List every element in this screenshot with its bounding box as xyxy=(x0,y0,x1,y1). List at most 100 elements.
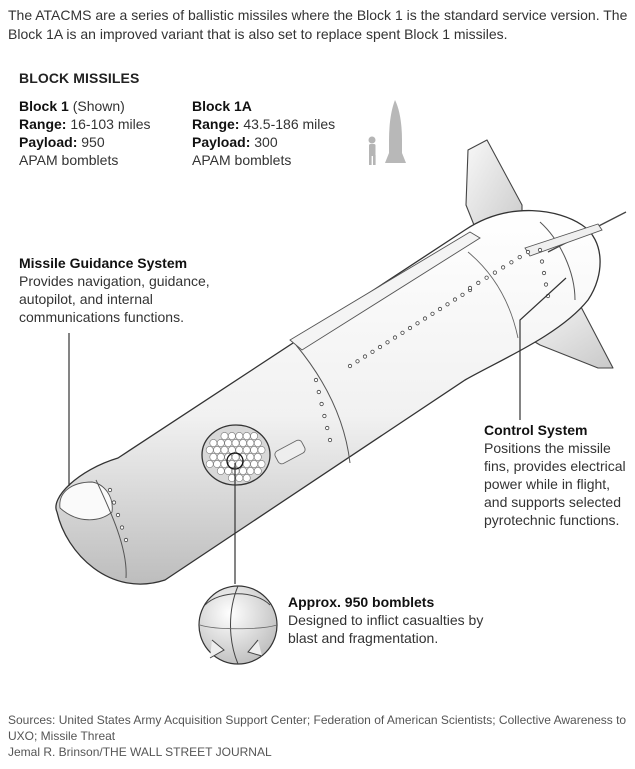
sources-text: Sources: United States Army Acquisition … xyxy=(8,713,627,743)
control-leader-line xyxy=(519,277,567,420)
block1a-payload-value: 300 xyxy=(250,134,278,150)
bomblet-ball xyxy=(257,446,266,454)
bomblet-ball xyxy=(213,460,221,468)
block1-payload-value: 950 xyxy=(77,134,105,150)
bomblet-ball xyxy=(239,467,247,475)
control-callout: Control System Positions the missile fin… xyxy=(484,421,629,529)
rivet xyxy=(362,354,368,359)
bomblet-ball xyxy=(231,453,240,461)
block1-name: Block 1 xyxy=(19,98,69,114)
rivet xyxy=(539,259,545,264)
rivet xyxy=(476,280,481,285)
rivet xyxy=(319,401,324,407)
rivet xyxy=(392,335,398,340)
rivet xyxy=(484,275,489,280)
control-text: Positions the missile fins, provides ele… xyxy=(484,440,626,528)
block1-payload-note: APAM bomblets xyxy=(19,152,119,168)
credit-text: Jemal R. Brinson/THE WALL STREET JOURNAL xyxy=(8,745,272,759)
rivet xyxy=(370,349,375,354)
rivet xyxy=(111,500,117,505)
bomblet-ball xyxy=(242,474,251,482)
block1a-range-label: Range: xyxy=(192,116,240,132)
rivet xyxy=(509,260,514,265)
block1a-payload-label: Payload: xyxy=(192,134,251,150)
rivet xyxy=(452,297,458,302)
rivet xyxy=(115,512,121,518)
rivet xyxy=(355,359,360,364)
seam-warhead xyxy=(295,344,351,464)
rivet xyxy=(377,344,383,350)
bomblet-ball xyxy=(216,467,225,475)
rivet xyxy=(123,537,129,543)
missile-silhouette-icon xyxy=(385,100,406,163)
rivet xyxy=(430,311,435,316)
block1-range-value: 16-103 miles xyxy=(66,116,151,132)
bomblet-ball xyxy=(242,446,251,454)
nose-cone xyxy=(59,481,113,521)
bomblet-ball xyxy=(224,439,233,447)
bomblet-ball xyxy=(235,474,244,482)
bomblet-ball xyxy=(250,432,258,440)
bomblet-ball xyxy=(242,432,251,440)
rivet xyxy=(119,525,125,530)
bomblet-ball xyxy=(209,439,218,447)
block1a-name: Block 1A xyxy=(192,98,252,114)
seam-front xyxy=(95,479,127,579)
bomblet-ball xyxy=(246,453,255,461)
rivet xyxy=(407,325,413,331)
bomblet-ball xyxy=(253,467,262,475)
rivet xyxy=(543,282,549,287)
guidance-callout: Missile Guidance System Provides navigat… xyxy=(19,254,229,326)
bomblet-ball xyxy=(220,446,229,454)
bomblet-cluster xyxy=(205,432,266,482)
block1a-specs: Block 1A Range: 43.5-186 miles Payload: … xyxy=(192,97,335,169)
block1-specs: Block 1 (Shown) Range: 16-103 miles Payl… xyxy=(19,97,151,169)
bomblets-callout: Approx. 950 bomblets Designed to inflict… xyxy=(288,593,488,647)
rivet xyxy=(107,487,113,493)
top-strake xyxy=(289,231,481,351)
block1-range-label: Range: xyxy=(19,116,67,132)
rivet xyxy=(316,389,321,395)
bomblet-ball xyxy=(250,460,258,468)
rivet xyxy=(325,425,330,431)
bomblet-ball xyxy=(242,460,251,468)
rivet xyxy=(460,292,465,297)
rivet xyxy=(525,249,531,255)
rivet xyxy=(322,413,327,419)
bomblet-ball xyxy=(235,446,244,454)
rivet xyxy=(537,247,543,253)
missile-body xyxy=(55,209,601,585)
bomblet-ball xyxy=(246,467,255,475)
rivet xyxy=(500,265,506,270)
guidance-text: Provides navigation, guidance, autopilot… xyxy=(19,273,210,325)
rivet xyxy=(437,306,443,312)
rivet xyxy=(400,330,405,335)
rivet xyxy=(347,363,353,369)
rivet xyxy=(313,377,319,383)
bomblet-ball xyxy=(220,432,229,440)
bomblet-ball xyxy=(253,439,262,447)
rivet xyxy=(385,340,390,345)
block1a-payload-note: APAM bomblets xyxy=(192,152,292,168)
seam-mid xyxy=(467,251,519,339)
rivets xyxy=(107,247,551,543)
seam-rear xyxy=(539,221,576,301)
bomblet-ball xyxy=(231,439,240,447)
bomblets-title: Approx. 950 bomblets xyxy=(288,594,435,610)
sources-footer: Sources: United States Army Acquisition … xyxy=(8,712,628,760)
rivet xyxy=(467,285,473,291)
bomblet-ball xyxy=(257,460,266,468)
block1-shown: (Shown) xyxy=(68,98,125,114)
block1a-range-value: 43.5-186 miles xyxy=(239,116,336,132)
bomblet-ball xyxy=(205,460,214,468)
rivet xyxy=(492,270,497,275)
guidance-title: Missile Guidance System xyxy=(19,255,188,271)
scale-figures xyxy=(368,100,406,165)
access-panel xyxy=(274,439,306,465)
rivet xyxy=(445,302,450,307)
rivet xyxy=(415,321,420,326)
block-missiles-heading: BLOCK MISSILES xyxy=(19,70,140,86)
bomblet-ball xyxy=(205,446,214,454)
control-title: Control System xyxy=(484,422,588,438)
